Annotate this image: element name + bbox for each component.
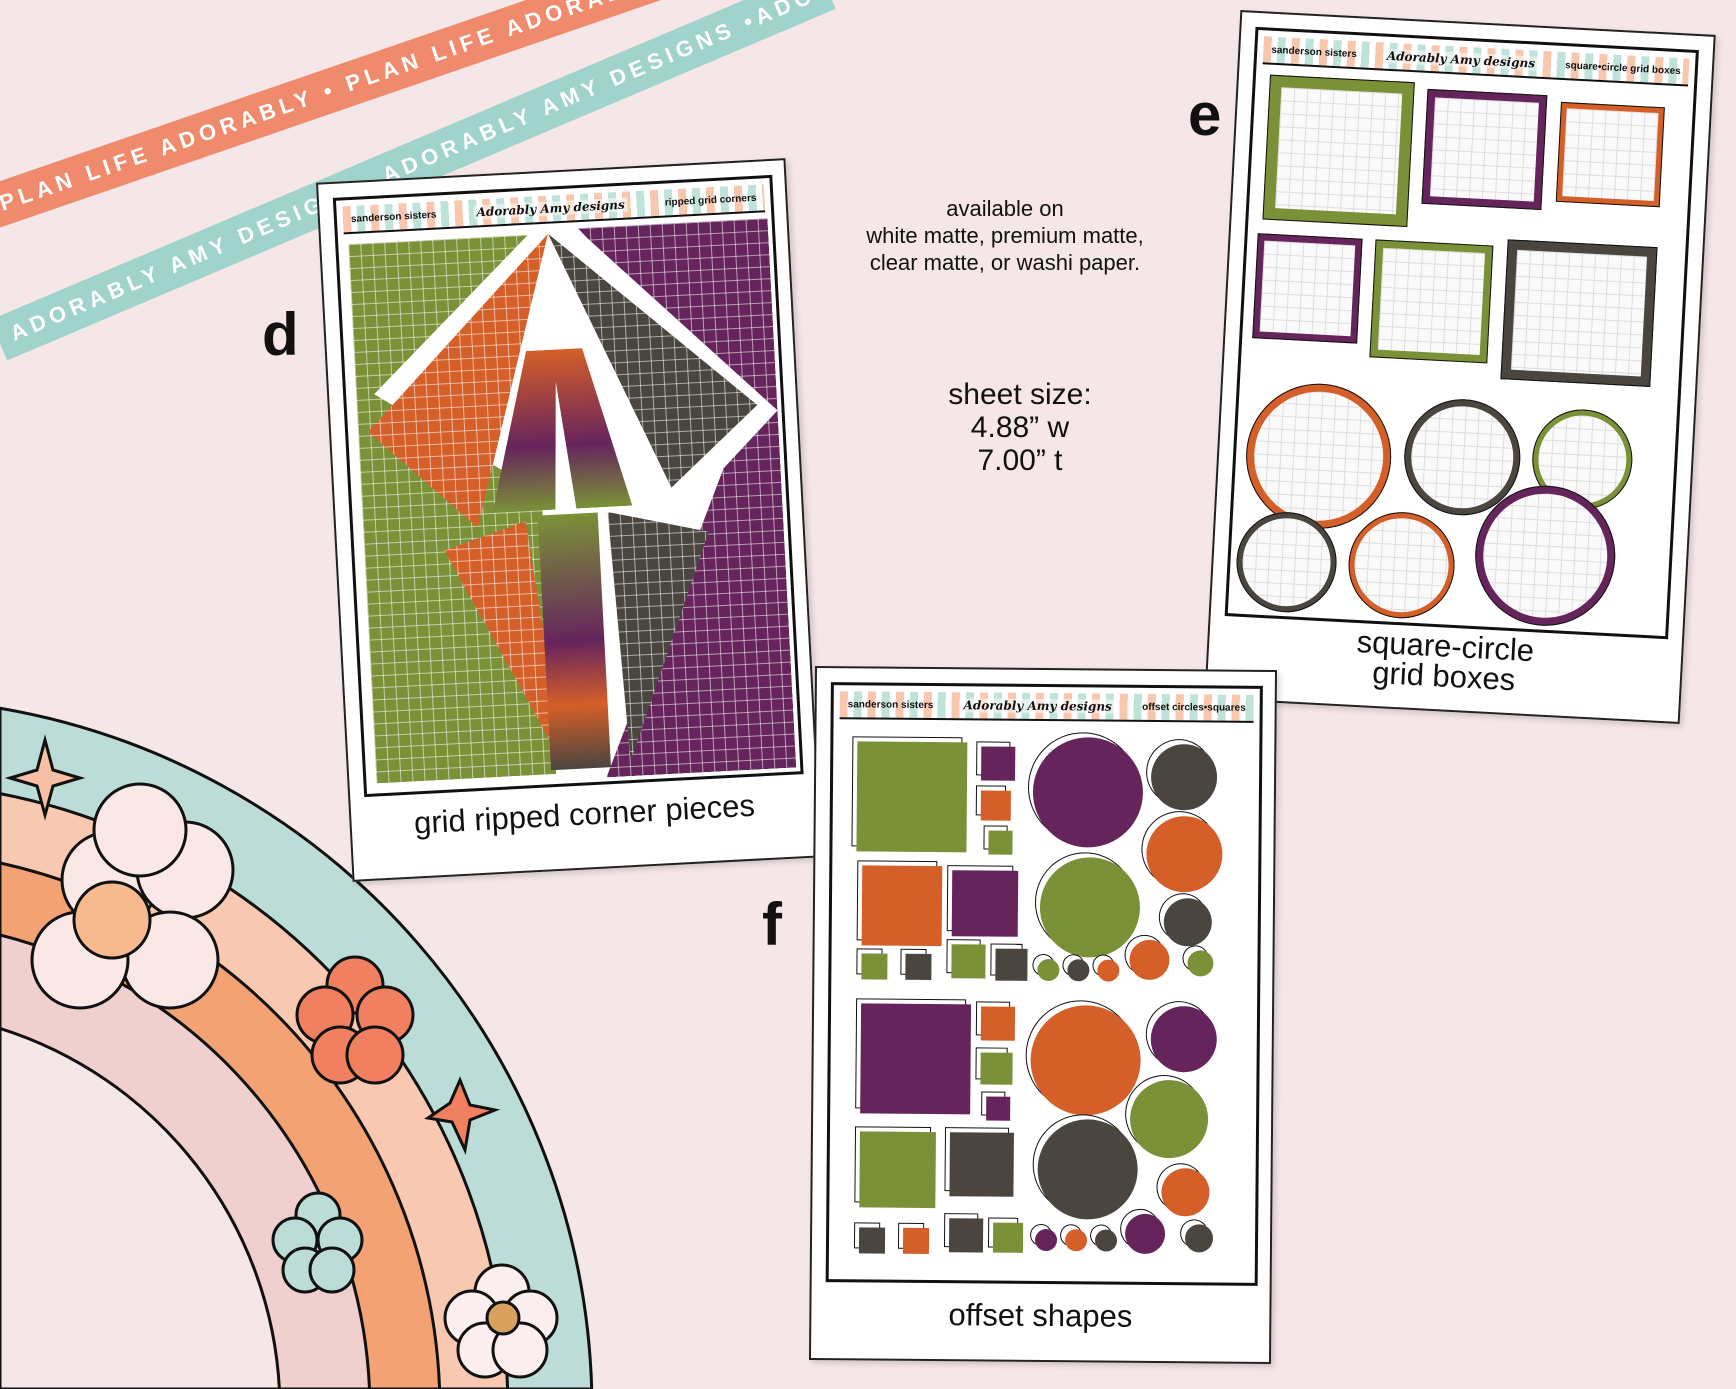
smiley-flower-icon bbox=[30, 782, 235, 1010]
offset-circle bbox=[1187, 950, 1214, 977]
sheet-header: sanderson sisters Adorably Amy designs o… bbox=[839, 691, 1254, 723]
offset-square bbox=[988, 830, 1013, 855]
sticker-sheet-preview: sanderson sisters Adorably Amy designs o… bbox=[825, 682, 1263, 1286]
grid-square-frame bbox=[1500, 239, 1658, 387]
offset-circle bbox=[1034, 1228, 1058, 1252]
offset-square bbox=[981, 746, 1016, 781]
offset-square bbox=[951, 944, 986, 979]
grid-square-frame bbox=[1252, 233, 1363, 344]
offset-circle bbox=[1067, 959, 1090, 982]
offset-circle bbox=[1064, 1229, 1088, 1252]
offset-circle bbox=[1094, 1229, 1118, 1252]
grid-square-frame bbox=[1555, 101, 1665, 208]
offset-circle bbox=[1184, 1224, 1214, 1253]
brand-logo: Adorably Amy designs bbox=[1383, 48, 1539, 71]
offset-circle bbox=[1146, 815, 1223, 893]
availability-line: available on bbox=[946, 196, 1064, 221]
offset-square bbox=[905, 953, 932, 981]
sheet-title: offset circles•squares bbox=[1142, 701, 1246, 714]
sheet-width: 4.88” w bbox=[970, 411, 1070, 444]
offset-circle bbox=[1097, 959, 1120, 982]
offset-square bbox=[980, 1052, 1013, 1085]
sheet-title: square•circle grid boxes bbox=[1564, 59, 1682, 77]
grid-circle-frame bbox=[1242, 380, 1395, 533]
offset-square bbox=[986, 1096, 1011, 1121]
collection-name: sanderson sisters bbox=[1271, 44, 1358, 60]
offset-circle bbox=[1037, 958, 1060, 982]
offset-square bbox=[980, 1006, 1016, 1041]
offset-square bbox=[861, 953, 888, 980]
collection-name: sanderson sisters bbox=[847, 698, 934, 711]
label-d: d bbox=[262, 301, 299, 368]
sheet-height: 7.00” t bbox=[977, 444, 1063, 477]
offset-circle bbox=[1150, 1005, 1218, 1073]
brand-logo: Adorably Amy designs bbox=[473, 197, 629, 220]
offset-circle bbox=[1163, 898, 1213, 947]
offset-circle bbox=[1037, 1118, 1139, 1220]
offset-circle bbox=[1129, 1079, 1209, 1159]
product-caption: offset shapes bbox=[948, 1297, 1133, 1334]
product-card-f[interactable]: sanderson sisters Adorably Amy designs o… bbox=[808, 665, 1278, 1365]
product-card-d[interactable]: sanderson sisters Adorably Amy designs r… bbox=[316, 158, 822, 882]
label-e: e bbox=[1188, 81, 1222, 148]
offset-square bbox=[858, 1227, 886, 1254]
grid-circle-frame bbox=[1345, 509, 1458, 621]
offset-circle bbox=[1129, 939, 1170, 981]
orange-flower-icon bbox=[295, 955, 415, 1085]
offset-square bbox=[948, 1218, 984, 1253]
product-card-e[interactable]: sanderson sisters Adorably Amy designs s… bbox=[1204, 10, 1716, 724]
offset-circle bbox=[1030, 1004, 1142, 1116]
sheet-title: ripped grid corners bbox=[664, 192, 757, 209]
star-icon bbox=[424, 1076, 501, 1156]
availability-line: clear matte, or washi paper. bbox=[869, 250, 1141, 275]
offset-square bbox=[859, 1131, 936, 1209]
brand-logo: Adorably Amy designs bbox=[960, 698, 1115, 714]
offset-square bbox=[995, 948, 1028, 981]
white-flower-icon bbox=[443, 1263, 559, 1379]
sheet-size: sheet size: 4.88” w 7.00” t bbox=[880, 378, 1160, 477]
teal-flower-icon bbox=[271, 1191, 364, 1294]
offset-circle bbox=[1150, 743, 1218, 811]
rainbow-inner bbox=[0, 1026, 281, 1389]
offset-square bbox=[949, 1132, 1014, 1197]
offset-circle bbox=[1039, 856, 1141, 958]
paper-availability: available on white matte, premium matte,… bbox=[820, 195, 1190, 276]
collection-name: sanderson sisters bbox=[350, 209, 437, 225]
offset-square bbox=[980, 790, 1011, 821]
offset-square bbox=[951, 870, 1019, 937]
label-f: f bbox=[762, 891, 782, 958]
grid-square-frame bbox=[1262, 74, 1415, 228]
sparkle-icon bbox=[4, 734, 86, 821]
sticker-sheet-preview: sanderson sisters Adorably Amy designs r… bbox=[332, 174, 804, 798]
sheet-size-label: sheet size: bbox=[948, 378, 1092, 411]
offset-square bbox=[860, 1003, 972, 1115]
offset-circle bbox=[1124, 1213, 1166, 1255]
offset-square bbox=[856, 741, 968, 853]
availability-line: white matte, premium matte, bbox=[866, 223, 1144, 248]
offset-circle bbox=[1032, 736, 1144, 848]
offset-square bbox=[861, 865, 943, 947]
sticker-sheet-preview: sanderson sisters Adorably Amy designs s… bbox=[1224, 26, 1699, 640]
offset-square bbox=[902, 1227, 930, 1255]
offset-square bbox=[992, 1222, 1024, 1253]
offset-circle bbox=[1161, 1168, 1210, 1217]
gradient-grid-strip bbox=[537, 512, 611, 771]
grid-square-frame bbox=[1369, 239, 1494, 364]
grid-square-frame bbox=[1421, 88, 1548, 211]
